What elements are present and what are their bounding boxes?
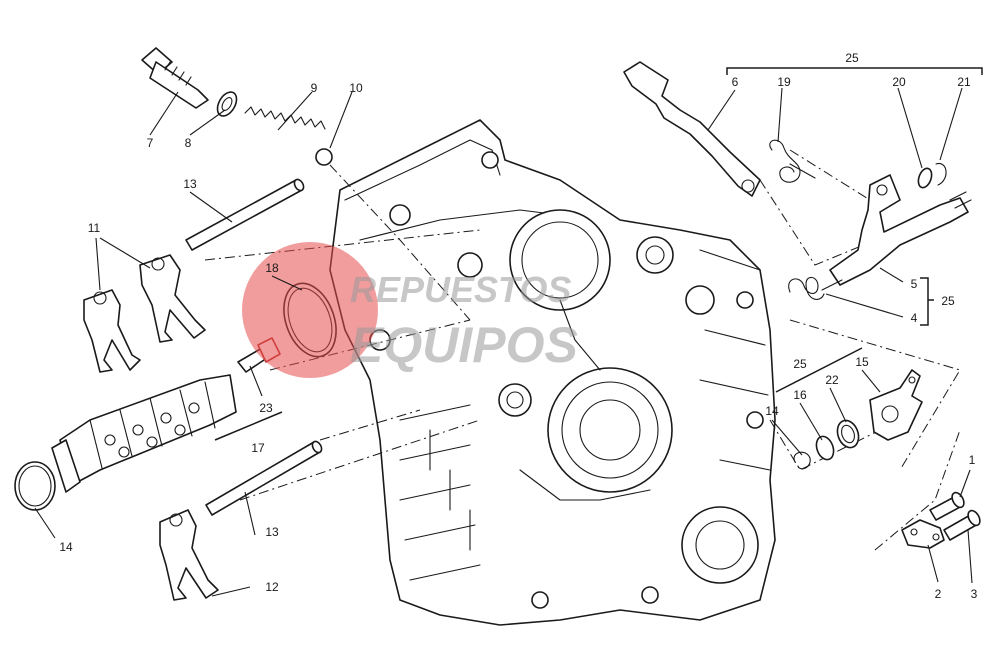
callout-13-lower: 13: [265, 525, 279, 539]
retaining-plate-part: [869, 369, 923, 441]
callout-6: 6: [732, 75, 739, 89]
callout-4: 4: [911, 311, 918, 325]
detent-plug-part: [141, 47, 209, 109]
callout-14: 14: [59, 540, 73, 554]
callout-11: 11: [88, 221, 101, 235]
washer-part: [216, 91, 238, 117]
callout-19: 18: [265, 261, 279, 275]
callout-1: 1: [969, 453, 976, 467]
fork-shaft-lower-part: [205, 440, 323, 516]
shift-fork-single-part: [159, 509, 219, 601]
washer-21-part: [917, 167, 933, 189]
bracket-25-right: [920, 277, 934, 326]
callout-2: 2: [935, 587, 942, 601]
callout-7: 7: [147, 136, 154, 150]
selector-drum-part: [51, 374, 237, 493]
screw-part-1: [929, 491, 965, 521]
watermark: REPUESTOS EQUIPOS: [242, 242, 578, 378]
callout-25-right: 25: [941, 294, 955, 308]
screw-part-3: [943, 509, 981, 541]
callout-10: 10: [349, 81, 363, 95]
leader-lines: [34, 87, 973, 597]
callout-25-mid: 25: [793, 357, 807, 371]
callout-22: 21: [957, 75, 971, 89]
plate-part-2: [901, 519, 945, 549]
fork-shaft-upper-part: [185, 178, 305, 251]
callout-3: 3: [971, 587, 978, 601]
circlip-22-part: [935, 163, 947, 186]
watermark-line2: EQUIPOS: [350, 317, 578, 373]
oring-14-part: [14, 461, 56, 511]
callout-12: 12: [265, 580, 279, 594]
watermark-disc: [242, 242, 378, 378]
callout-13-upper: 13: [183, 177, 197, 191]
callout-16: 15: [855, 355, 869, 369]
callout-24: 23: [259, 401, 273, 415]
callout-21: 20: [892, 75, 906, 89]
callout-20: 19: [777, 75, 791, 89]
bracket-18: [214, 411, 283, 441]
seal-23-part: [836, 419, 860, 449]
torsion-spring-part: [788, 276, 843, 300]
shift-fork-pair-part: [83, 254, 206, 373]
detent-ball-part: [315, 148, 333, 166]
callout-9: 9: [311, 81, 318, 95]
washer-17-part: [815, 435, 835, 461]
spring-part: [244, 106, 326, 130]
callout-25-top: 25: [845, 51, 859, 65]
callout-5: 5: [911, 277, 918, 291]
callout-17: 16: [793, 388, 807, 402]
callout-labels: 7 8 9 10 13 11 18 23 17 13 14 12 25 6 19…: [59, 51, 977, 601]
callout-18: 17: [251, 441, 265, 455]
crankcase-half: [329, 119, 776, 626]
bracket-25-mid: [775, 347, 863, 393]
shift-lever-part: [623, 61, 761, 197]
group-brackets: [214, 67, 983, 441]
callout-8: 8: [185, 136, 192, 150]
circlip-15-part: [793, 451, 811, 470]
selector-shaft-part: [829, 174, 972, 286]
callout-23: 22: [825, 373, 839, 387]
callout-15: 14: [765, 404, 779, 418]
bracket-25-top: [726, 67, 983, 75]
watermark-line1: REPUESTOS: [350, 269, 571, 310]
